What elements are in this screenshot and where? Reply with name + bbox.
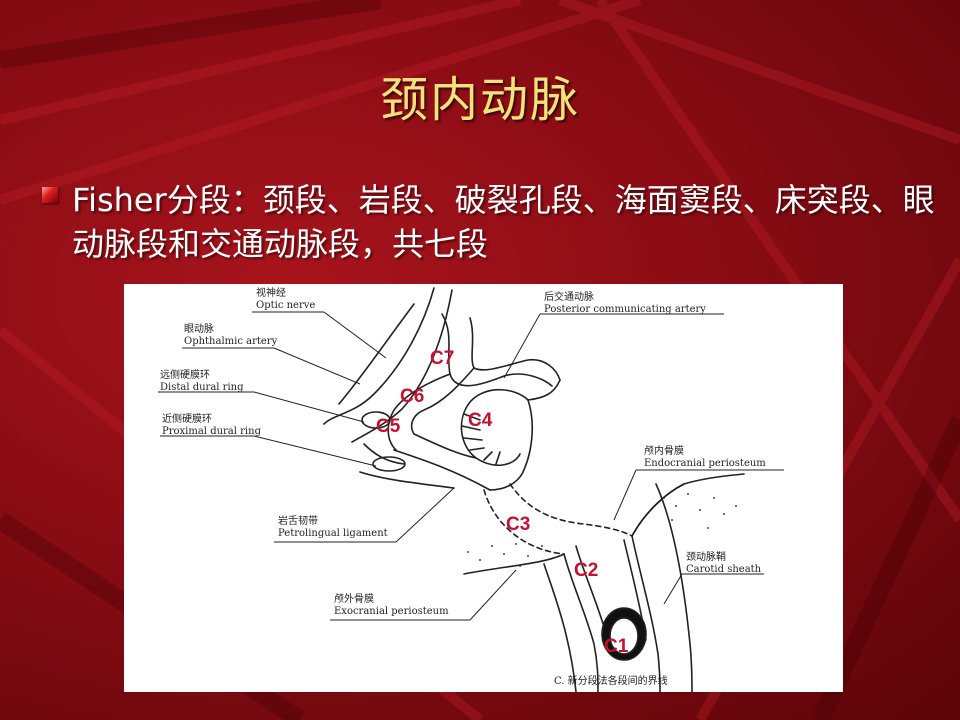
endocranial-cn-label: 颅内骨膜 [644,444,684,457]
endocranial-en-label: Endocranial periosteum [644,458,766,469]
proximal-ring-cn-label: 近侧硬膜环 [162,412,212,425]
segment-label-c7: C7 [430,348,454,369]
segment-label-c6: C6 [400,386,424,407]
segment-label-c4: C4 [468,410,493,431]
proximal-ring-en-label: Proximal dural ring [162,426,262,437]
segment-label-c3: C3 [506,514,530,535]
bullet-text: Fisher分段：颈段、岩段、破裂孔段、海面窦段、床突段、眼动脉段和交通动脉段，… [72,181,935,263]
figure-caption: C. 新分段法各段间的界线 [554,674,668,687]
ophthalmic-cn-label: 眼动脉 [184,322,214,335]
segment-label-c5: C5 [376,416,401,437]
carotid-sheath-cn-label: 颈动脉鞘 [686,550,726,563]
optic-nerve-en-label: Optic nerve [256,300,315,311]
carotid-sheath-en-label: Carotid sheath [686,564,762,575]
pcom-en-label: Posterior communicating artery [544,304,706,315]
bullet-point: Fisher分段：颈段、岩段、破裂孔段、海面窦段、床突段、眼动脉段和交通动脉段，… [42,178,942,266]
carotid-diagram: 视神经 Optic nerve 眼动脉 Ophthalmic artery 远侧… [158,286,784,692]
anatomy-figure: 视神经 Optic nerve 眼动脉 Ophthalmic artery 远侧… [124,284,843,692]
petrolingual-cn-label: 岩舌韧带 [278,514,318,527]
bullet-square-icon [42,187,58,203]
exocranial-cn-label: 颅外骨膜 [334,593,374,605]
distal-ring-cn-label: 远侧硬膜环 [160,368,210,381]
petrolingual-en-label: Petrolingual ligament [278,528,388,539]
optic-nerve-cn-label: 视神经 [256,286,286,299]
ophthalmic-en-label: Ophthalmic artery [184,336,278,347]
distal-ring-en-label: Distal dural ring [160,382,244,393]
segment-label-c2: C2 [574,560,598,581]
exocranial-en-label: Exocranial periosteum [334,606,449,617]
slide-title: 颈内动脉 [379,72,580,128]
pcom-cn-label: 后交通动脉 [544,290,594,303]
segment-label-c1: C1 [604,636,629,657]
